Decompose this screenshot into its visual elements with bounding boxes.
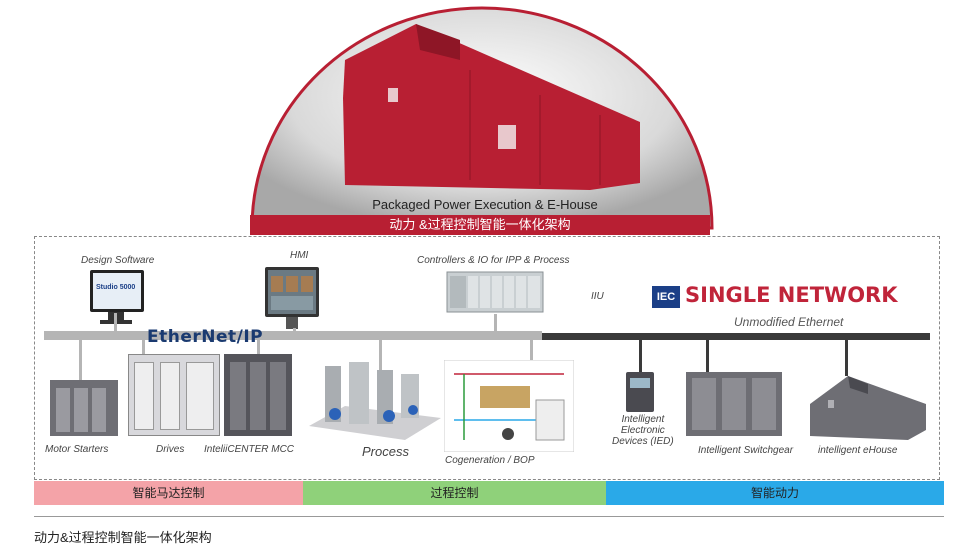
ethernet-bus-gray xyxy=(44,331,542,340)
cabinet-door xyxy=(56,388,70,432)
connector xyxy=(639,340,642,374)
connector xyxy=(845,340,848,376)
label-design-software: Design Software xyxy=(81,255,155,266)
label-switchgear: Intelligent Switchgear xyxy=(698,445,794,456)
connector xyxy=(530,340,533,370)
cabinet-door xyxy=(160,362,180,430)
label-ied: Intelligent Electronic Devices (IED) xyxy=(612,414,674,447)
ethernet-bus-dark xyxy=(542,333,930,340)
connector xyxy=(142,340,145,356)
connector xyxy=(79,340,82,382)
connector xyxy=(494,314,497,332)
label-controllers: Controllers & IO for IPP & Process xyxy=(417,255,570,266)
connector xyxy=(293,328,296,334)
dome-title: Packaged Power Execution & E-House xyxy=(372,197,598,212)
ethernet-ip-logo: EtherNet/IP xyxy=(147,327,264,347)
label-drives: Drives xyxy=(156,444,185,455)
hmi-screen-icon xyxy=(265,267,319,329)
label-process: Process xyxy=(362,444,409,459)
studio-5000-label: Studio 5000 xyxy=(96,284,136,291)
cabinet-door xyxy=(186,362,214,430)
monitor-icon xyxy=(90,270,144,324)
figure-caption: 动力&过程控制智能一体化架构 xyxy=(34,530,212,545)
label-cogeneration: Cogeneration / BOP xyxy=(445,455,535,466)
bar-power: 智能动力 xyxy=(606,481,944,505)
cabinet-door xyxy=(692,378,716,430)
architecture-frame xyxy=(34,236,940,480)
cabinet-door xyxy=(752,378,776,430)
dome-illustration xyxy=(250,6,714,230)
ehouse-building-icon xyxy=(343,24,640,190)
single-network-title: SINGLE NETWORK xyxy=(685,283,898,307)
cabinet-door xyxy=(134,362,154,430)
divider xyxy=(34,516,944,517)
label-ehouse: intelligent eHouse xyxy=(818,445,898,456)
connector xyxy=(706,340,709,376)
cabinet-door xyxy=(722,378,746,430)
dome-subtitle-banner: 动力 &过程控制智能一体化架构 xyxy=(250,215,710,235)
bar-motor-control: 智能马达控制 xyxy=(34,481,303,505)
connector xyxy=(114,313,117,333)
connector xyxy=(379,340,382,370)
cabinet-door xyxy=(250,362,266,430)
cabinet-door xyxy=(230,362,246,430)
label-mcc: InteliiCENTER MCC xyxy=(204,444,295,455)
iec-logo: IEC xyxy=(652,286,680,308)
cabinet-door xyxy=(74,388,88,432)
label-motor-starters: Motor Starters xyxy=(45,444,109,455)
cogeneration-diagram-icon xyxy=(444,360,574,452)
bar-process-control: 过程控制 xyxy=(303,481,606,505)
cabinet-door xyxy=(92,388,106,432)
connector xyxy=(257,340,260,356)
cabinet-door xyxy=(270,362,286,430)
controller-rack-icon xyxy=(446,271,544,313)
intelligent-ehouse-icon xyxy=(810,376,926,440)
unmodified-ethernet-label: Unmodified Ethernet xyxy=(734,315,844,329)
process-skid-icon xyxy=(309,362,441,440)
label-iiu: IIU xyxy=(591,291,604,302)
ied-display xyxy=(630,378,650,388)
label-hmi: HMI xyxy=(290,250,309,261)
